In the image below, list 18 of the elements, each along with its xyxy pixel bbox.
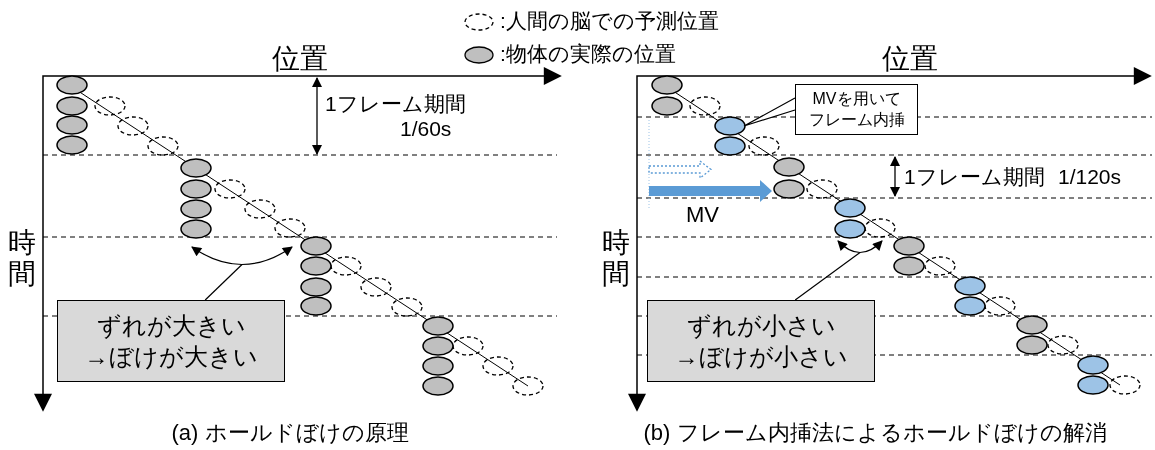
- axis-label: 時間: [602, 228, 630, 290]
- leader-line: [794, 251, 861, 301]
- note-box: ずれが小さい →ぼけが小さい: [647, 300, 875, 382]
- leader-line: [204, 263, 243, 301]
- period-label: 1フレーム期間: [325, 92, 466, 116]
- note-box: ずれが大きい →ぼけが大きい: [57, 300, 285, 382]
- legend-text: :人間の脳での予測位置: [500, 9, 719, 33]
- period-label: 1フレーム期間: [904, 165, 1045, 189]
- panel-caption: (a) ホールドぼけの原理: [171, 421, 409, 446]
- axis-label: 時間: [8, 228, 36, 290]
- legend-text: :物体の実際の位置: [500, 42, 676, 66]
- period-value: 1/120s: [1058, 165, 1122, 189]
- panel-caption: (b) フレーム内挿法によるホールドぼけの解消: [643, 421, 1107, 446]
- callout-pointer: [743, 97, 796, 127]
- vector-label: MV: [686, 203, 719, 228]
- axis-label: 位置: [272, 44, 328, 75]
- axis-label: 位置: [882, 44, 938, 75]
- period-value: 1/60s: [400, 117, 452, 141]
